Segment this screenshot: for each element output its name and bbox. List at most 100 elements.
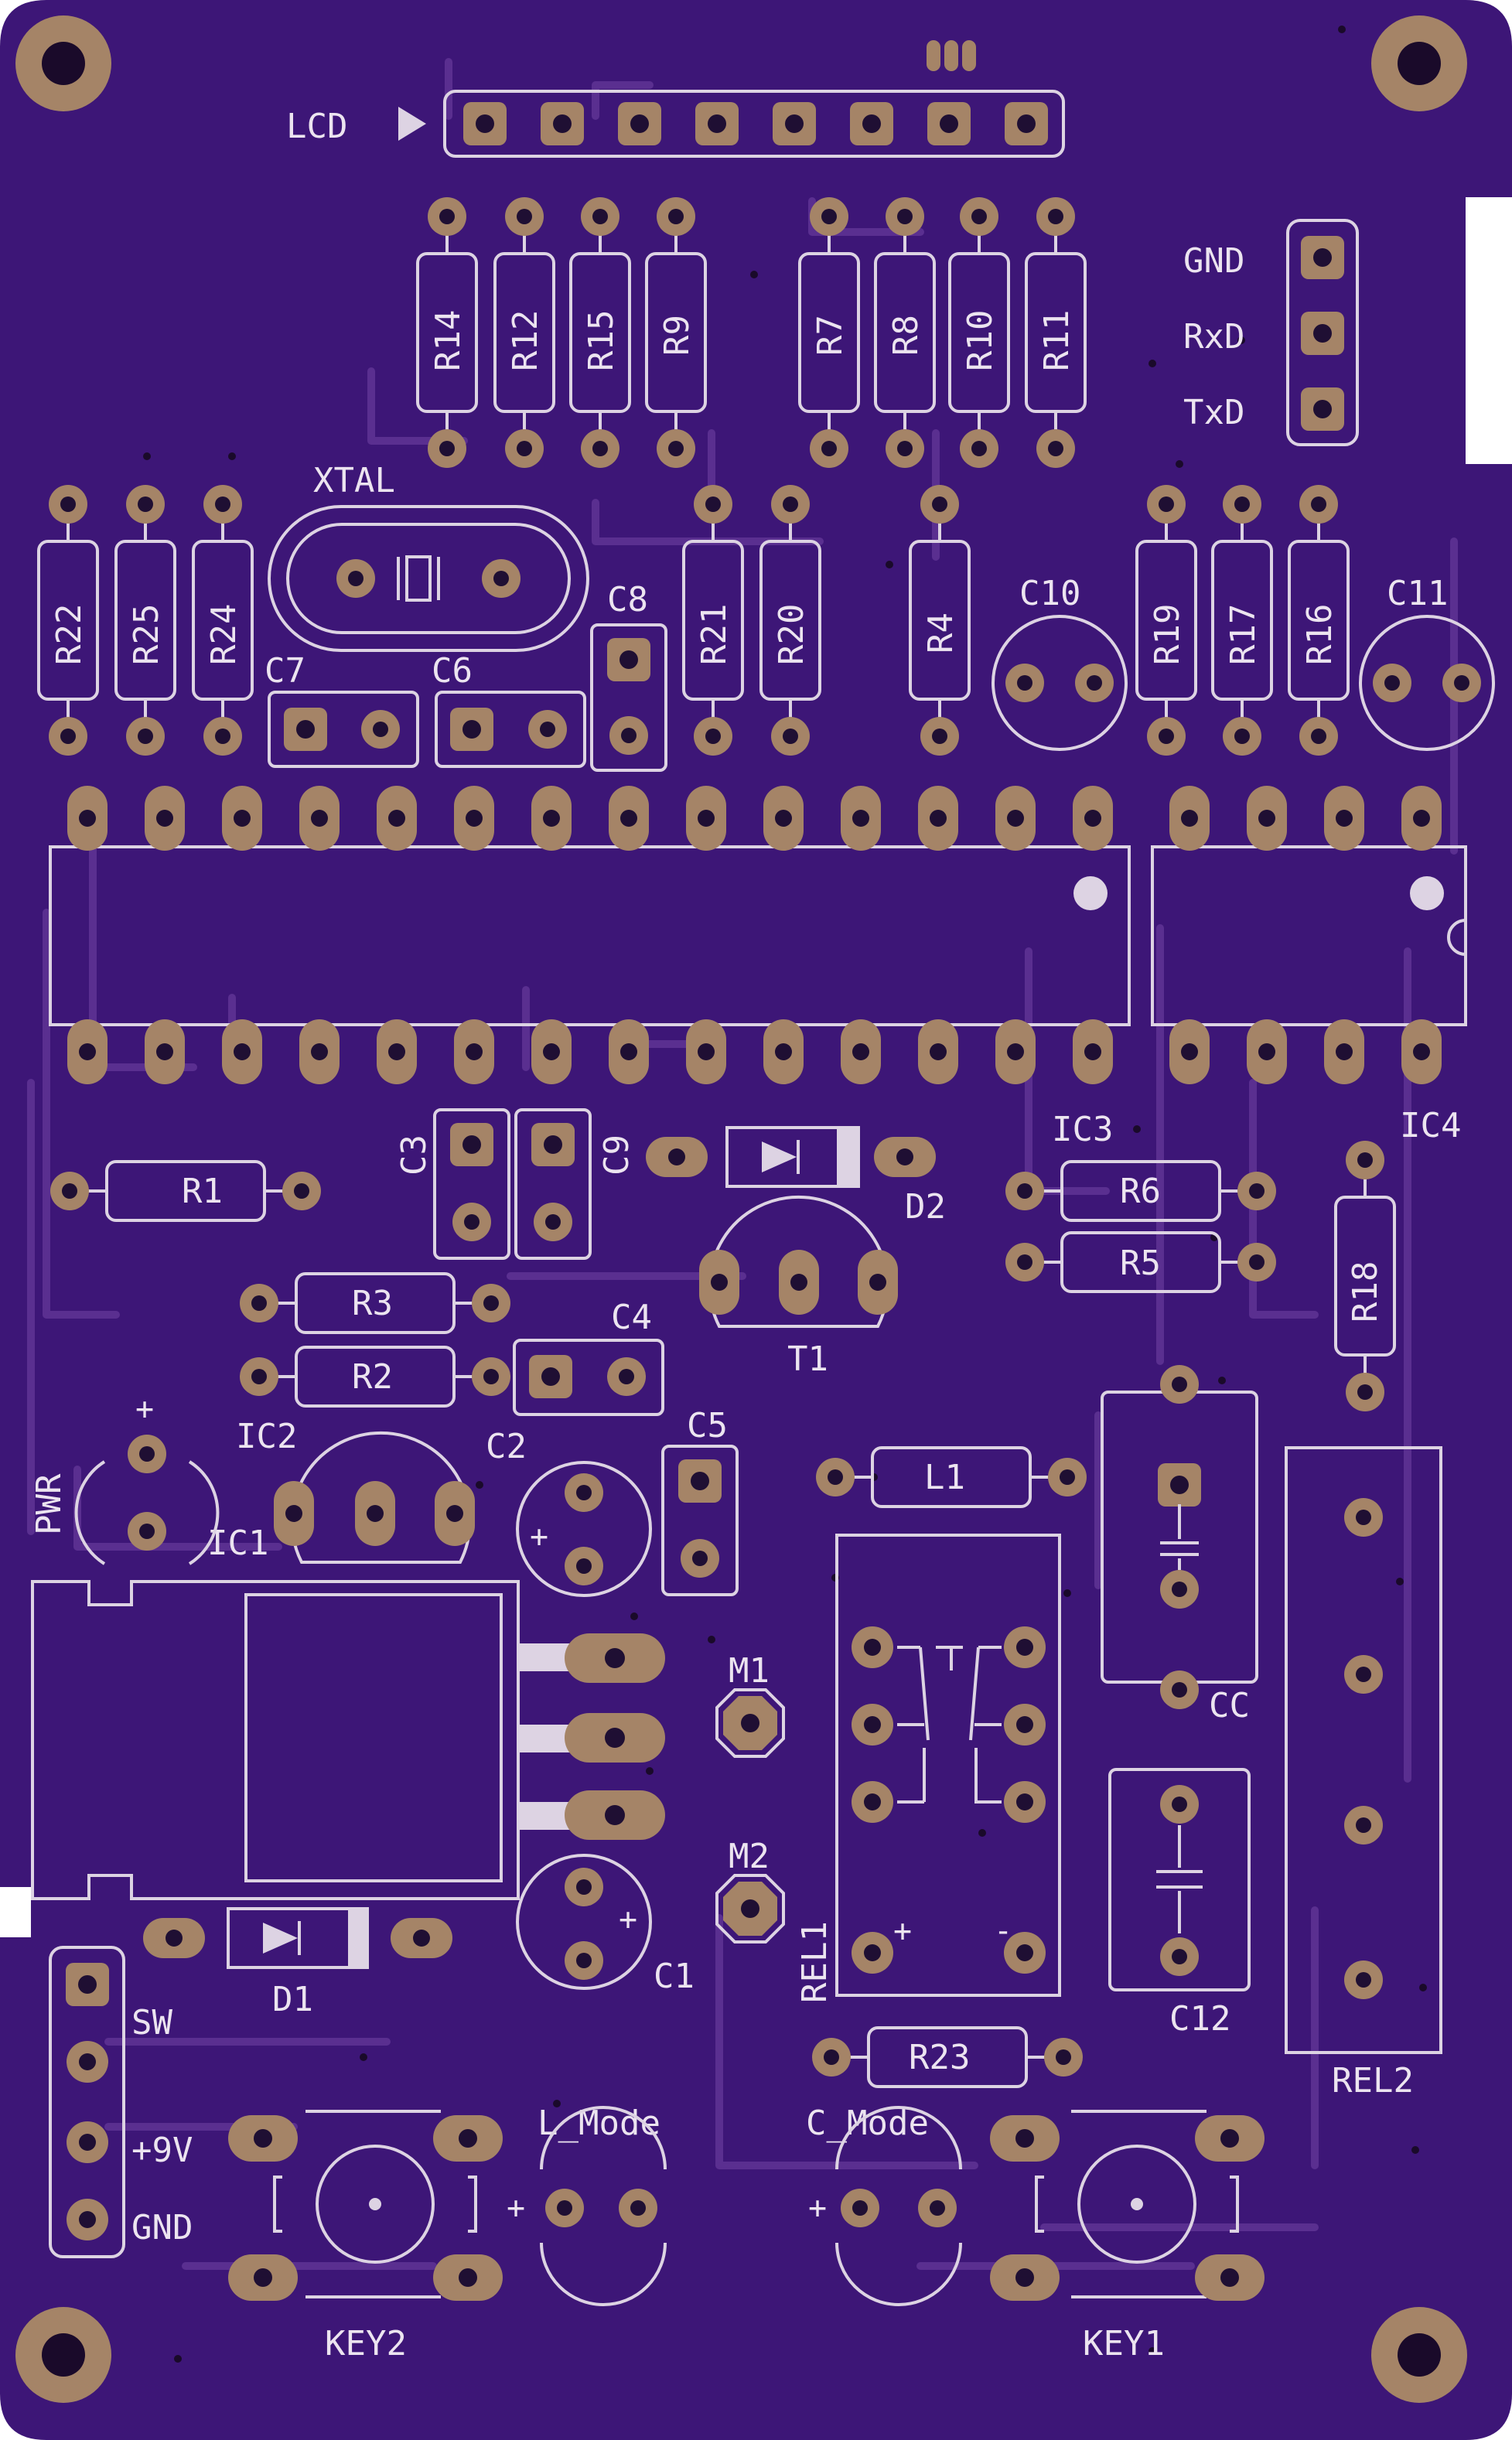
rel2-label: REL2: [1332, 2061, 1414, 2100]
svg-text:+: +: [507, 2190, 525, 2226]
r22-label: R22: [49, 604, 89, 665]
key2-switch: KEY2: [228, 2110, 503, 2363]
r19-label: R19: [1148, 604, 1187, 665]
ic1-label: IC1: [207, 1524, 268, 1563]
key1-label: KEY1: [1083, 2324, 1165, 2363]
cc-label: CC: [1209, 1686, 1250, 1725]
ic2-label: IC2: [236, 1417, 297, 1456]
c-mode-led: C_Mode +: [806, 2104, 962, 2306]
key1-switch: KEY1: [990, 2110, 1265, 2363]
r3-label: R3: [352, 1284, 393, 1323]
diode-d2: D2: [646, 1126, 946, 1227]
c10-label: C10: [1019, 574, 1080, 613]
caps-c3-c9: C3 C9: [394, 1108, 637, 1260]
relay-rel2: REL2: [1285, 1446, 1442, 2100]
r8-label: R8: [886, 315, 926, 356]
serial-header: GND RxD TxD: [1183, 219, 1359, 446]
ic3-label: IC3: [1052, 1110, 1113, 1149]
l1-label: L1: [924, 1458, 965, 1497]
r7-label: R7: [811, 315, 850, 356]
r25-label: R25: [127, 604, 166, 665]
c-mode-label: C_Mode: [806, 2104, 929, 2143]
r20-label: R20: [772, 604, 811, 665]
d2-label: D2: [905, 1187, 946, 1227]
c2-label: C2: [486, 1427, 527, 1466]
c1-label: C1: [654, 1957, 695, 1996]
r6-label: R6: [1120, 1172, 1161, 1211]
ic4-label: IC4: [1400, 1106, 1461, 1145]
c5-label: C5: [687, 1406, 728, 1445]
r5-label: R5: [1120, 1244, 1161, 1283]
inductor-l1: L1: [814, 1446, 1088, 1508]
l-mode-led: L_Mode +: [507, 2104, 667, 2306]
c11-label: C11: [1387, 574, 1448, 613]
r16-label: R16: [1300, 604, 1340, 665]
r1-label: R1: [182, 1172, 223, 1211]
r14-label: R14: [428, 310, 468, 371]
ic4-chip: IC4: [1151, 786, 1467, 1145]
resistor-r23: R23: [811, 2026, 1084, 2088]
key2-label: KEY2: [325, 2324, 407, 2363]
r18-label: R18: [1346, 1261, 1385, 1322]
r17-label: R17: [1224, 604, 1263, 665]
svg-text:+: +: [619, 1902, 637, 1937]
rxd-label: RxD: [1183, 317, 1244, 357]
txd-label: TxD: [1183, 393, 1244, 432]
resistor-row-top: R14 R12 R15 R9 R7 R8 R10 R11: [416, 196, 1087, 469]
regulator-ic2: IC2 IC1: [207, 1417, 475, 1564]
r9-label: R9: [657, 315, 697, 356]
electrolytic-caps-top: C10 C11: [992, 574, 1495, 751]
ceramic-caps-top: C7 C6 C8: [265, 580, 667, 772]
main-microcontroller: [49, 786, 1131, 1084]
lcd-label: LCD: [286, 107, 347, 146]
svg-text:+: +: [808, 2190, 827, 2226]
r24-label: R24: [204, 604, 244, 665]
lcd-header: LCD: [286, 40, 1065, 158]
resistor-row-second: R22 R25 R24 R21 R20 R4 R19 R17 R16: [37, 483, 1350, 757]
relay-rel1: + - REL1: [795, 1534, 1061, 2003]
r4-label: R4: [921, 613, 961, 654]
mounting-holes: [15, 15, 1467, 2403]
c8-label: C8: [607, 580, 648, 619]
svg-text:+: +: [135, 1391, 154, 1427]
r15-label: R15: [582, 310, 621, 371]
r23-label: R23: [909, 2038, 970, 2077]
m1-label: M1: [729, 1651, 770, 1691]
svg-text:-: -: [994, 1913, 1012, 1949]
c12-label: C12: [1169, 1999, 1230, 2039]
trimmer-cc: CC: [1101, 1365, 1258, 1725]
c6-label: C6: [432, 651, 473, 691]
cap-c1: + C1: [516, 1854, 695, 1996]
power-header: SW +9V GND: [49, 1946, 193, 2258]
gnd-bottom-label: GND: [131, 2208, 193, 2247]
m2-label: M2: [729, 1837, 770, 1876]
diode-d1: D1: [143, 1907, 452, 2019]
sw-label: SW: [131, 2003, 172, 2042]
resistors-r3-r2: R3 R2 C4: [238, 1272, 664, 1416]
test-points: M1 M2: [715, 1651, 785, 1943]
r2-label: R2: [352, 1357, 393, 1397]
l-mode-label: L_Mode: [538, 2104, 660, 2143]
c7-label: C7: [265, 651, 305, 691]
c3-label: C3: [394, 1135, 434, 1176]
svg-text:+: +: [530, 1519, 548, 1554]
r10-label: R10: [961, 310, 1000, 371]
pwr-led: PWR +: [29, 1391, 220, 1565]
r21-label: R21: [695, 604, 734, 665]
r12-label: R12: [506, 310, 545, 371]
d1-label: D1: [272, 1980, 313, 2019]
transistor-t1: T1: [699, 1195, 898, 1379]
t1-label: T1: [787, 1339, 828, 1379]
xtal-label: XTAL: [313, 461, 395, 500]
gnd-top-label: GND: [1183, 241, 1244, 281]
regulator-ic1: [31, 1580, 665, 1900]
c4-label: C4: [611, 1298, 652, 1337]
r11-label: R11: [1037, 310, 1077, 371]
crystal: XTAL: [268, 461, 589, 652]
caps-c2-c5: C2 + C5: [486, 1406, 739, 1597]
pwr-label: PWR: [29, 1473, 69, 1535]
svg-text:+: +: [893, 1913, 912, 1949]
v9-label: +9V: [131, 2131, 193, 2170]
